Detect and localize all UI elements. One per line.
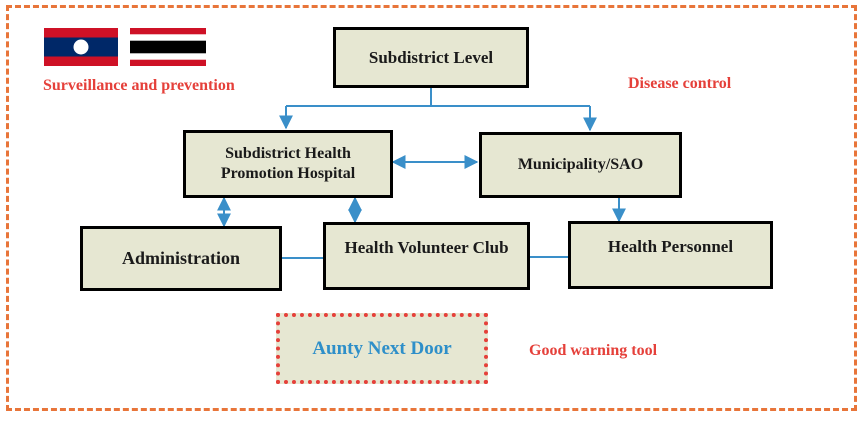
- hospital-text-line2: Promotion Hospital: [220, 165, 356, 182]
- administration-text: Administration: [121, 248, 240, 269]
- hospital-box: Subdistrict Health Promotion Hospital: [183, 130, 393, 198]
- aunty-next-door-text: Aunty Next Door: [312, 337, 452, 359]
- volunteer-club-text: Health Volunteer Club: [344, 238, 509, 257]
- subdistrict-level-text: Subdistrict Level: [368, 47, 494, 67]
- personnel-box: Health Personnel: [568, 221, 773, 289]
- municipality-box: Municipality/SAO: [479, 132, 682, 198]
- thailand-flag: [130, 28, 206, 66]
- municipality-text: Municipality/SAO: [517, 156, 644, 173]
- hospital-text-line1: Subdistrict Health: [225, 145, 351, 162]
- surveillance-label: Surveillance and prevention: [43, 77, 235, 94]
- disease-control-label: Disease control: [628, 75, 732, 92]
- dashed-frame: [6, 5, 857, 411]
- subdistrict-level-box: Subdistrict Level: [333, 27, 529, 88]
- volunteer-club-box: Health Volunteer Club: [323, 222, 530, 290]
- aunty-next-door-box: Aunty Next Door: [276, 313, 488, 384]
- personnel-text: Health Personnel: [607, 237, 734, 256]
- good-warning-label: Good warning tool: [529, 342, 658, 359]
- laos-flag: [44, 28, 118, 66]
- administration-box: Administration: [80, 226, 282, 291]
